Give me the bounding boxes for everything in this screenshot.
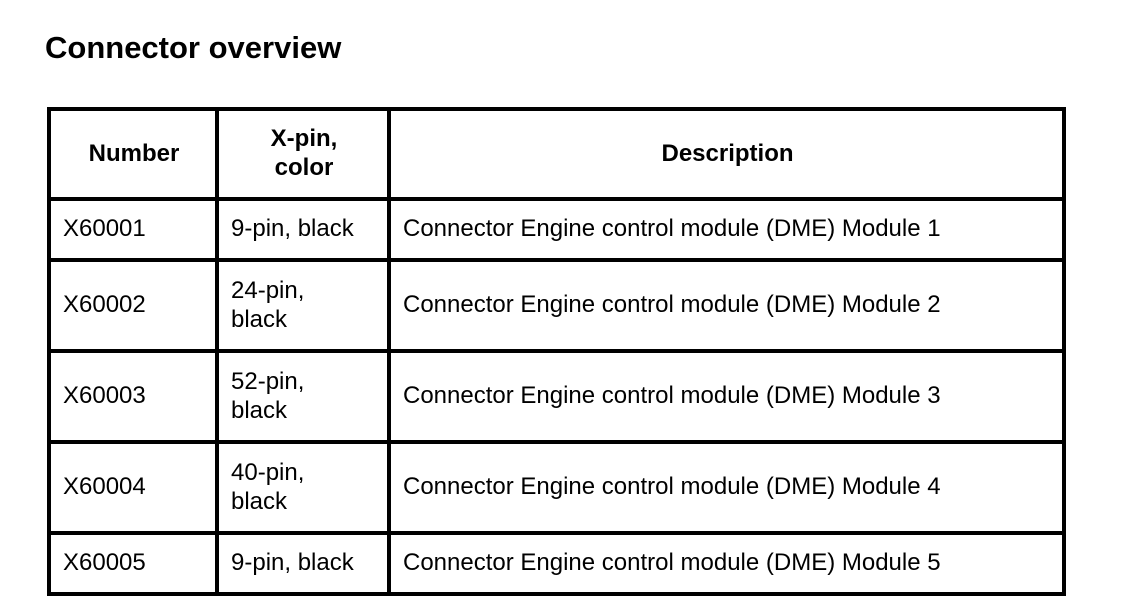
cell-description: Connector Engine control module (DME) Mo… bbox=[387, 258, 1066, 353]
column-header-number: Number bbox=[47, 107, 219, 201]
cell-description: Connector Engine control module (DME) Mo… bbox=[387, 531, 1066, 596]
cell-number: X60001 bbox=[47, 197, 219, 262]
cell-xpin-color: 9-pin, black bbox=[215, 531, 391, 596]
cell-number: X60002 bbox=[47, 258, 219, 353]
table-row: X60005 9-pin, black Connector Engine con… bbox=[47, 531, 1066, 596]
connector-overview-table: Number X-pin, color Description X60001 9… bbox=[47, 107, 1066, 596]
cell-number: X60004 bbox=[47, 440, 219, 535]
table-row: X60003 52-pin, black Connector Engine co… bbox=[47, 349, 1066, 444]
table-row: X60001 9-pin, black Connector Engine con… bbox=[47, 197, 1066, 262]
table-header-row: Number X-pin, color Description bbox=[47, 107, 1066, 201]
cell-number: X60003 bbox=[47, 349, 219, 444]
cell-xpin-color: 40-pin, black bbox=[215, 440, 391, 535]
column-header-description: Description bbox=[387, 107, 1066, 201]
table-row: X60002 24-pin, black Connector Engine co… bbox=[47, 258, 1066, 353]
column-header-xpin-color: X-pin, color bbox=[215, 107, 391, 201]
cell-xpin-color: 24-pin, black bbox=[215, 258, 391, 353]
cell-description: Connector Engine control module (DME) Mo… bbox=[387, 349, 1066, 444]
table-row: X60004 40-pin, black Connector Engine co… bbox=[47, 440, 1066, 535]
cell-description: Connector Engine control module (DME) Mo… bbox=[387, 440, 1066, 535]
cell-description: Connector Engine control module (DME) Mo… bbox=[387, 197, 1066, 262]
page-title: Connector overview bbox=[45, 30, 342, 65]
cell-xpin-color: 52-pin, black bbox=[215, 349, 391, 444]
cell-number: X60005 bbox=[47, 531, 219, 596]
cell-xpin-color: 9-pin, black bbox=[215, 197, 391, 262]
